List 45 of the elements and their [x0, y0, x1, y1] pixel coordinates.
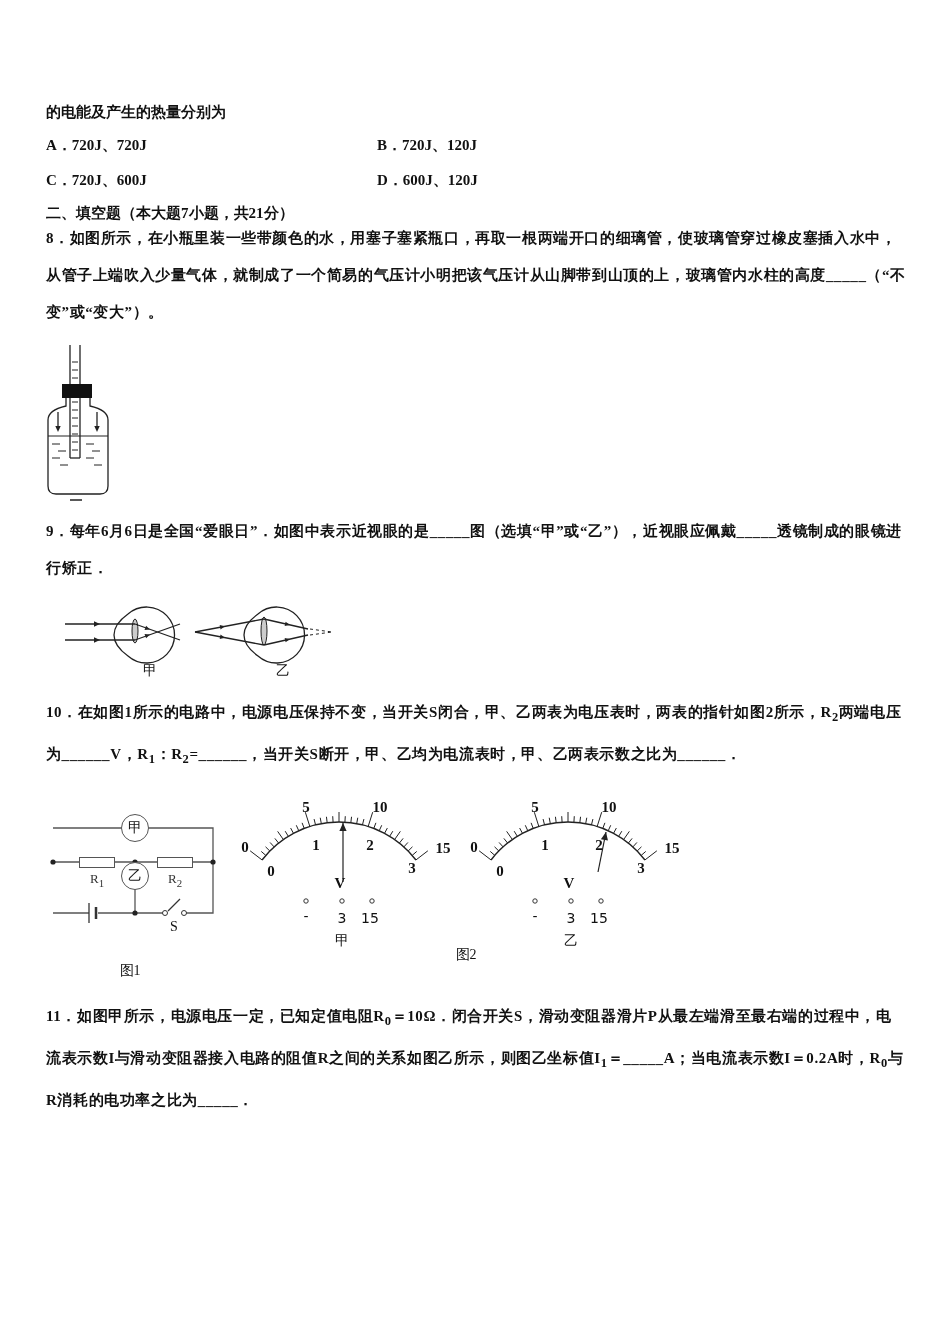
scale-number: 10 — [601, 799, 617, 815]
terminal-label: - — [532, 908, 538, 924]
section-heading: 二、填空题（本大题7小题，共21分） — [46, 204, 294, 222]
question-text: 8．如图所示，在小瓶里装一些带颜色的水，用塞子塞紧瓶口，再取一根两端开口的细璃管，使玻璃管穿过橡皮塞插入水中，从管子上端吹入少量气体，就制成了一个简易的气压计小明把该气压计从山脚带到山顶的上，玻璃管内水柱的高度_____（“不变”或“变大”）。 — [46, 229, 906, 322]
terminal-label: 15 — [590, 910, 608, 926]
figure-label: 乙 — [276, 663, 290, 679]
scale-number: 15 — [435, 840, 451, 856]
terminal-label: 3 — [337, 910, 347, 926]
question-text: 9．每年6月6日是全国“爱眼日”．如图中表示近视眼的是_____图（选填“甲”或“乙”），近视眼应佩戴_____透镜制成的眼镜进行矫正． — [46, 522, 903, 578]
figure-caption: 图1 — [119, 963, 141, 979]
figure-caption: 图2 — [455, 947, 477, 963]
scale-number: 0 — [267, 863, 275, 879]
figure-label: 甲 — [143, 663, 157, 679]
scale-number: 5 — [302, 799, 310, 815]
scale-number: 5 — [531, 799, 539, 815]
question-text: 的电能及产生的热量分别为 — [46, 103, 226, 121]
figure-label: 乙 — [564, 932, 578, 948]
unit-symbol: V — [563, 875, 575, 891]
answer-option: C．720J、600J — [46, 171, 147, 189]
answer-option: B．720J、120J — [377, 136, 477, 154]
terminal-label: - — [303, 908, 309, 924]
unit-symbol: V — [334, 875, 346, 891]
answer-option: A．720J、720J — [46, 136, 147, 154]
answer-option: D．600J、120J — [377, 171, 478, 189]
scale-number: 0 — [470, 839, 478, 855]
scale-number: 1 — [541, 837, 549, 853]
question-text: 11．如图甲所示，电源电压一定，已知定值电阻R$_{0}$＝10Ω．闭合开关S，滑动变阻器滑片P从最左端滑至最右端的过程中，电流表示数I与滑动变阻器接入电路的阻值R之间的关系如图乙所示，则图乙坐标值I$_{1}$＝_____A；当电流表示数I＝0.2A时，R$_{0}$与R消耗的电功率之比为_____． — [46, 1007, 905, 1110]
scale-number: 1 — [312, 837, 320, 853]
terminal-label: 3 — [566, 910, 576, 926]
terminal-label: 15 — [361, 910, 379, 926]
question-text: 10．在如图1所示的电路中，电源电压保持不变，当开关S闭合，甲、乙两表为电压表时，两表的指针如图2所示，R$_{2}$两端电压为______V，R$_{1}$：R$_{2}$=______，当开关S断开，甲、乙均为电流表时，甲、乙两表示数之比为______． — [46, 703, 903, 768]
figure-label: 甲 — [335, 932, 349, 948]
scale-number: 3 — [637, 860, 645, 876]
scale-number: 2 — [595, 837, 603, 853]
resistor-label: R$_{1}$ — [88, 871, 106, 889]
scale-number: 0 — [496, 863, 504, 879]
scale-number: 0 — [241, 839, 249, 855]
scale-number: 15 — [664, 840, 680, 856]
resistor-label: R$_{2}$ — [166, 871, 184, 889]
switch-label: S — [170, 919, 178, 935]
meter-symbol: 甲 — [121, 814, 149, 842]
scale-number: 10 — [372, 799, 388, 815]
scale-number: 2 — [366, 837, 374, 853]
scale-number: 3 — [408, 860, 416, 876]
meter-symbol: 乙 — [121, 862, 149, 890]
